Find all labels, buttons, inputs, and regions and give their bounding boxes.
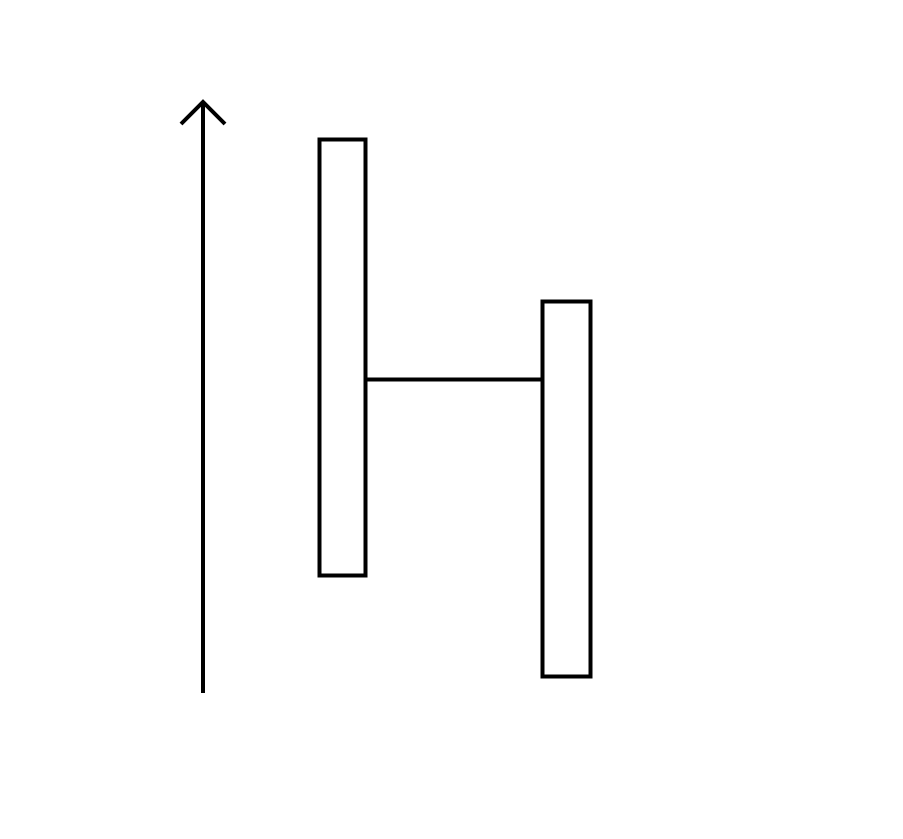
- arrow-head-icon: [179, 99, 227, 126]
- vertical-axis-arrow: [179, 99, 227, 693]
- left-bar: [317, 137, 368, 578]
- right-bar: [540, 299, 593, 679]
